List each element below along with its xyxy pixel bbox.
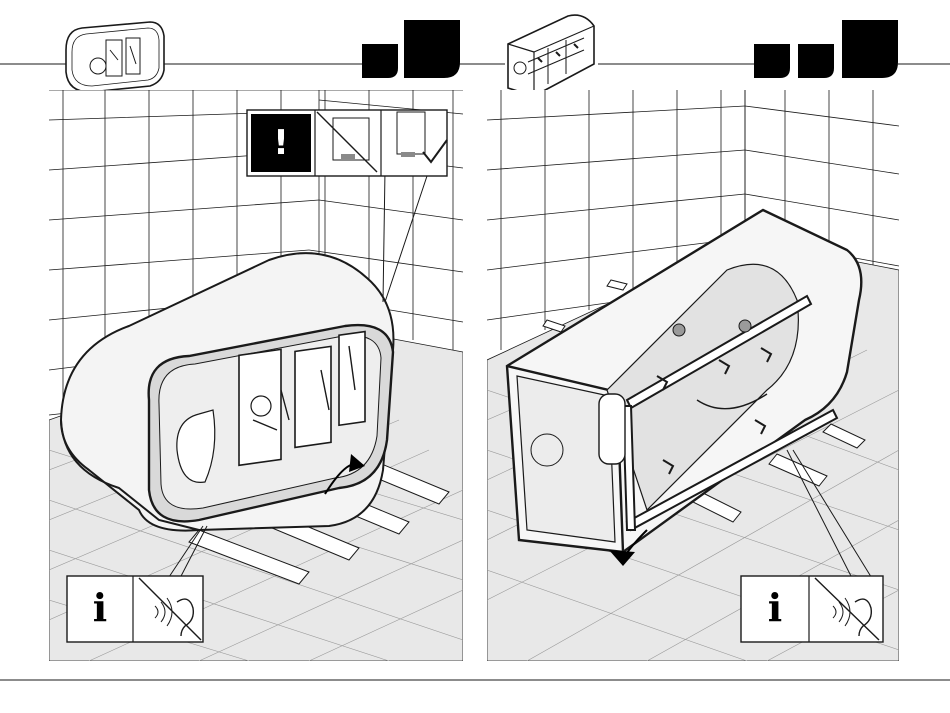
wc-housing-closed-icon xyxy=(66,22,164,92)
step-illustration-right: i xyxy=(487,90,899,661)
step-marker-1 xyxy=(754,44,790,78)
step-marker-small xyxy=(362,44,398,78)
step-markers-right xyxy=(754,20,898,78)
installation-scene-right xyxy=(487,90,899,661)
step-marker-large xyxy=(404,20,460,78)
warning-symbol: ! xyxy=(251,114,311,172)
step-markers-left xyxy=(362,20,460,78)
info-symbol: i xyxy=(67,576,133,642)
step-illustration-left: ! i xyxy=(49,90,463,661)
step-marker-2 xyxy=(798,44,834,78)
wc-housing-frame-icon xyxy=(508,15,594,96)
info-symbol: i xyxy=(741,576,809,642)
step-marker-3 xyxy=(842,20,898,78)
